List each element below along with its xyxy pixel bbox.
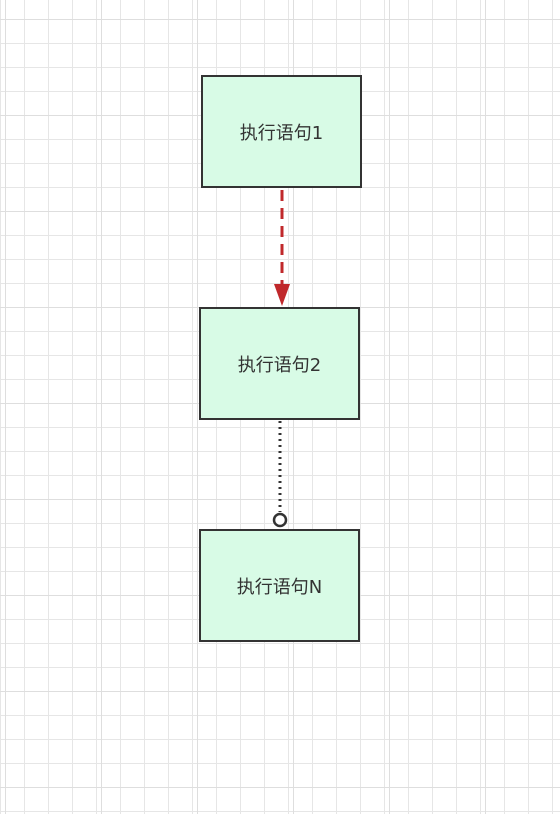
node-statement-n[interactable]: 执行语句N <box>199 529 360 642</box>
open-circle-endpoint <box>272 512 288 528</box>
node-label: 执行语句1 <box>239 122 324 144</box>
node-label: 执行语句N <box>236 576 323 598</box>
node-label: 执行语句2 <box>237 354 322 376</box>
node-statement-2[interactable]: 执行语句2 <box>199 307 360 420</box>
arrowhead <box>274 284 290 306</box>
node-statement-1[interactable]: 执行语句1 <box>201 75 362 188</box>
